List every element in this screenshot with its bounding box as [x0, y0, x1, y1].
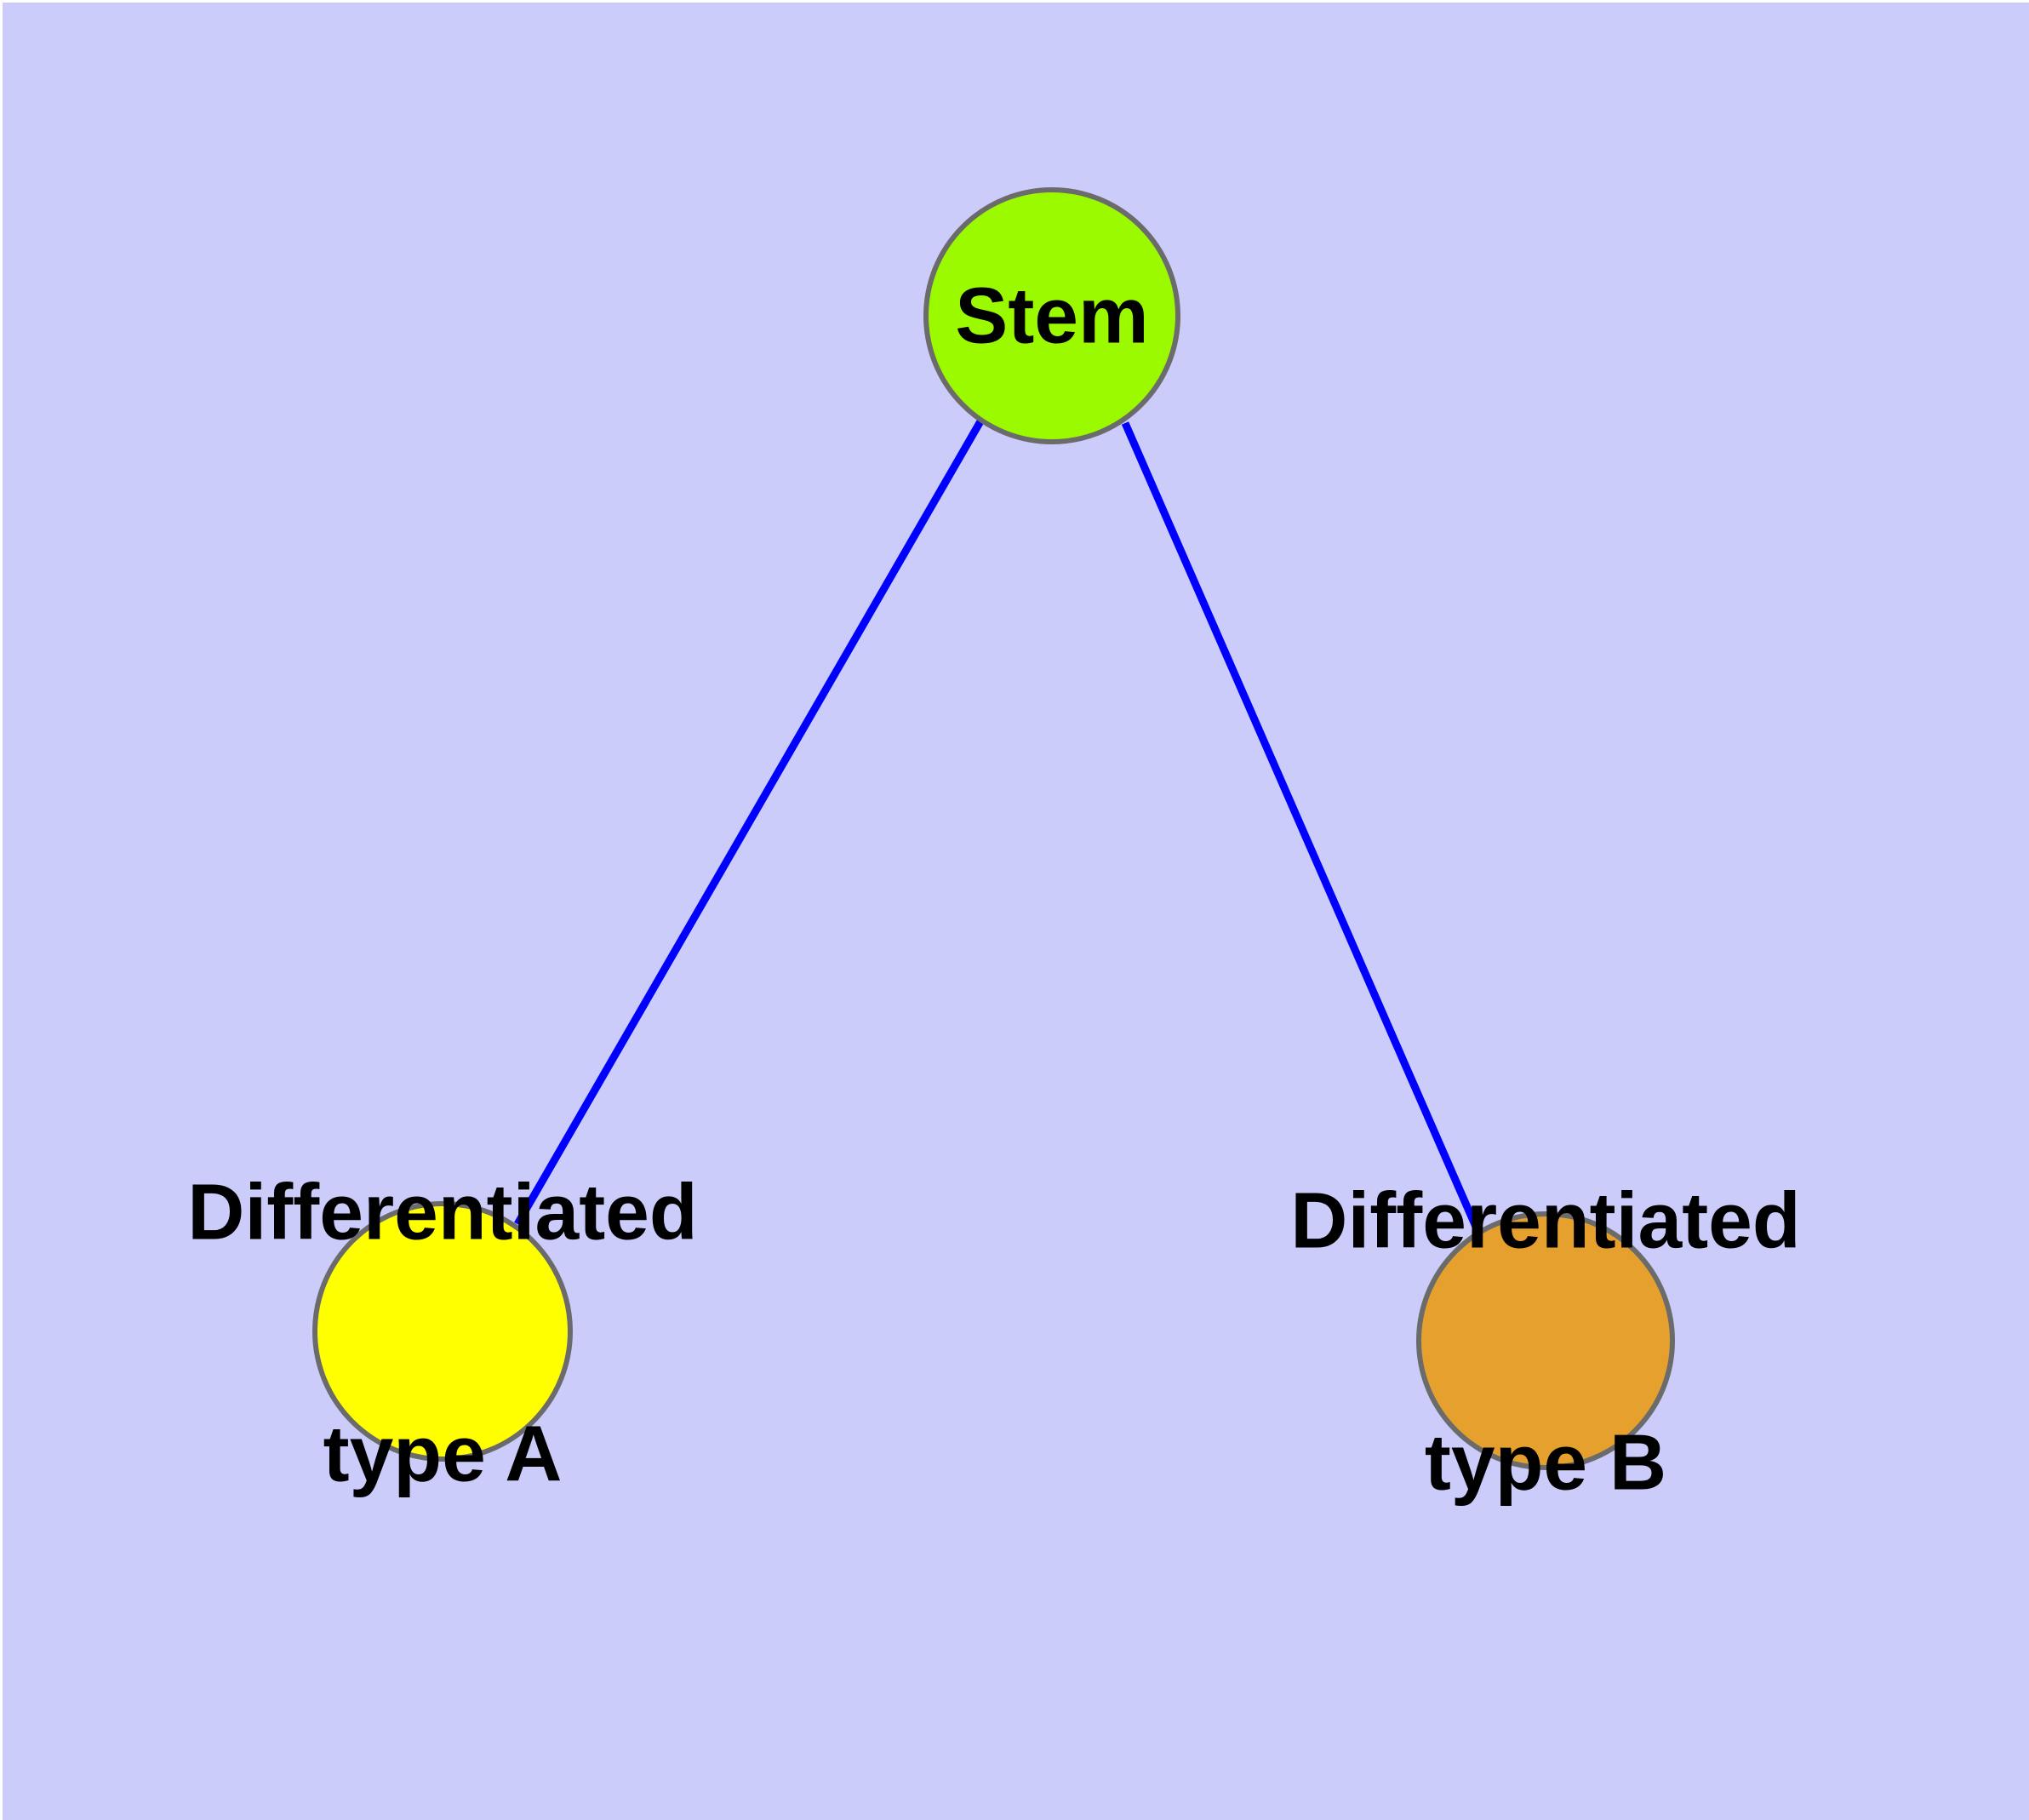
node-differentiated-type-a[interactable]	[312, 1201, 573, 1462]
node-layer	[312, 187, 1675, 1470]
edge-stem-to-differentiated-type-a[interactable]	[514, 419, 984, 1227]
node-differentiated-type-b[interactable]	[1416, 1211, 1675, 1470]
node-stem[interactable]	[923, 187, 1180, 444]
edge-layer	[514, 419, 1480, 1228]
edge-stem-to-differentiated-type-b[interactable]	[1121, 421, 1480, 1228]
